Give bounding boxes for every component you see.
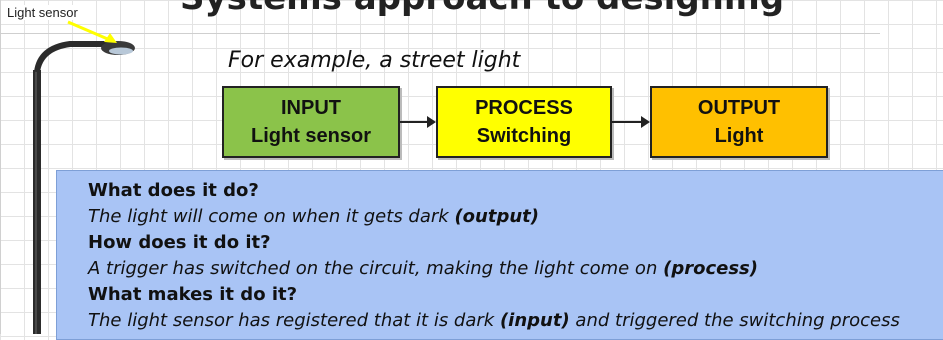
process-detail: Switching — [476, 125, 572, 147]
question-what: What does it do? — [88, 180, 259, 201]
output-detail: Light — [714, 125, 764, 147]
answer-how-tag: (process) — [663, 258, 758, 279]
lamp-pole-highlight — [35, 70, 37, 334]
output-block: OUTPUT Light — [650, 86, 828, 158]
slide-title: Systems approach to designing — [180, 0, 784, 18]
street-lamp-illustration — [33, 20, 135, 334]
input-detail: Light sensor — [250, 125, 371, 147]
answer-how-text: A trigger has switched on the circuit, m… — [88, 258, 658, 279]
answer-what-tag: (output) — [454, 206, 539, 227]
answer-why: The light sensor has registered that it … — [88, 310, 900, 331]
input-block: INPUT Light sensor — [222, 86, 400, 158]
answer-why-text: The light sensor has registered that it … — [88, 310, 495, 331]
sensor-pointer-arrow — [67, 20, 111, 42]
sensor-pointer-arrowhead — [104, 33, 117, 43]
question-how: How does it do it? — [88, 232, 271, 253]
lamp-lens — [109, 47, 133, 55]
answer-what: The light will come on when it gets dark… — [88, 206, 539, 227]
title-divider — [0, 33, 880, 34]
process-block: PROCESS Switching — [436, 86, 612, 158]
answer-how: A trigger has switched on the circuit, m… — [88, 258, 758, 279]
arrow-input-to-process — [400, 116, 436, 128]
lamp-arm — [34, 41, 112, 73]
answer-why-tail: and triggered the switching process — [575, 310, 900, 331]
output-heading: OUTPUT — [697, 97, 781, 119]
question-why: What makes it do it? — [88, 284, 298, 305]
input-heading: INPUT — [281, 97, 341, 119]
answer-what-text: The light will come on when it gets dark — [88, 206, 449, 227]
example-caption: For example, a street light — [228, 48, 521, 73]
answer-why-tag: (input) — [499, 310, 570, 331]
arrow-process-to-output — [612, 116, 650, 128]
sensor-label: Light sensor — [5, 5, 80, 20]
process-heading: PROCESS — [475, 97, 573, 119]
slide-edge — [0, 0, 1, 334]
